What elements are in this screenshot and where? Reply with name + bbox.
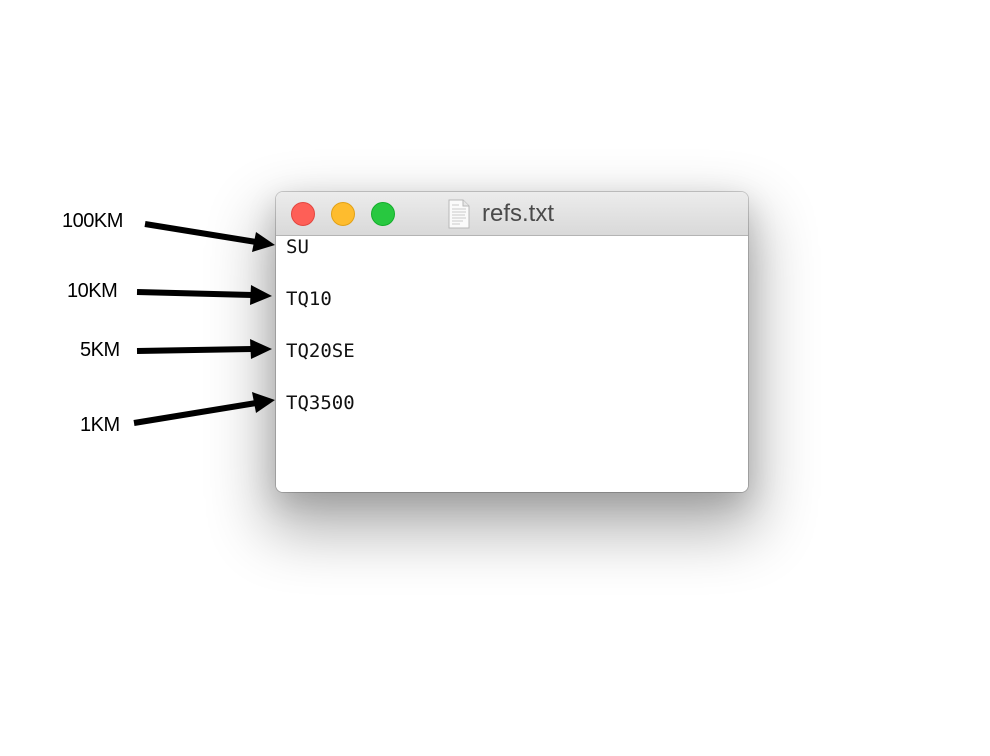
- arrow-icon: [144, 221, 275, 252]
- text-content-area[interactable]: SU TQ10 TQ20SE TQ3500: [276, 236, 748, 492]
- maximize-icon[interactable]: [371, 202, 395, 226]
- window-title: refs.txt: [448, 198, 554, 230]
- text-line: SU: [286, 236, 309, 258]
- annotation-label-1km: 1KM: [80, 414, 120, 436]
- annotation-label-5km: 5KM: [80, 339, 120, 361]
- arrow-icon: [136, 285, 272, 305]
- close-icon[interactable]: [291, 202, 315, 226]
- annotation-label-10km: 10KM: [67, 280, 118, 302]
- annotation-label-100km: 100KM: [62, 210, 123, 232]
- text-line: TQ10: [286, 288, 332, 310]
- window-title-text: refs.txt: [482, 200, 555, 227]
- text-document-icon: [448, 199, 470, 229]
- window-titlebar[interactable]: refs.txt: [276, 192, 748, 236]
- arrow-icon: [136, 339, 272, 359]
- minimize-icon[interactable]: [331, 202, 355, 226]
- arrow-icon: [133, 392, 275, 426]
- text-line: TQ20SE: [286, 340, 355, 362]
- text-editor-window: refs.txt SU TQ10 TQ20SE TQ3500: [276, 192, 748, 492]
- text-line: TQ3500: [286, 392, 355, 414]
